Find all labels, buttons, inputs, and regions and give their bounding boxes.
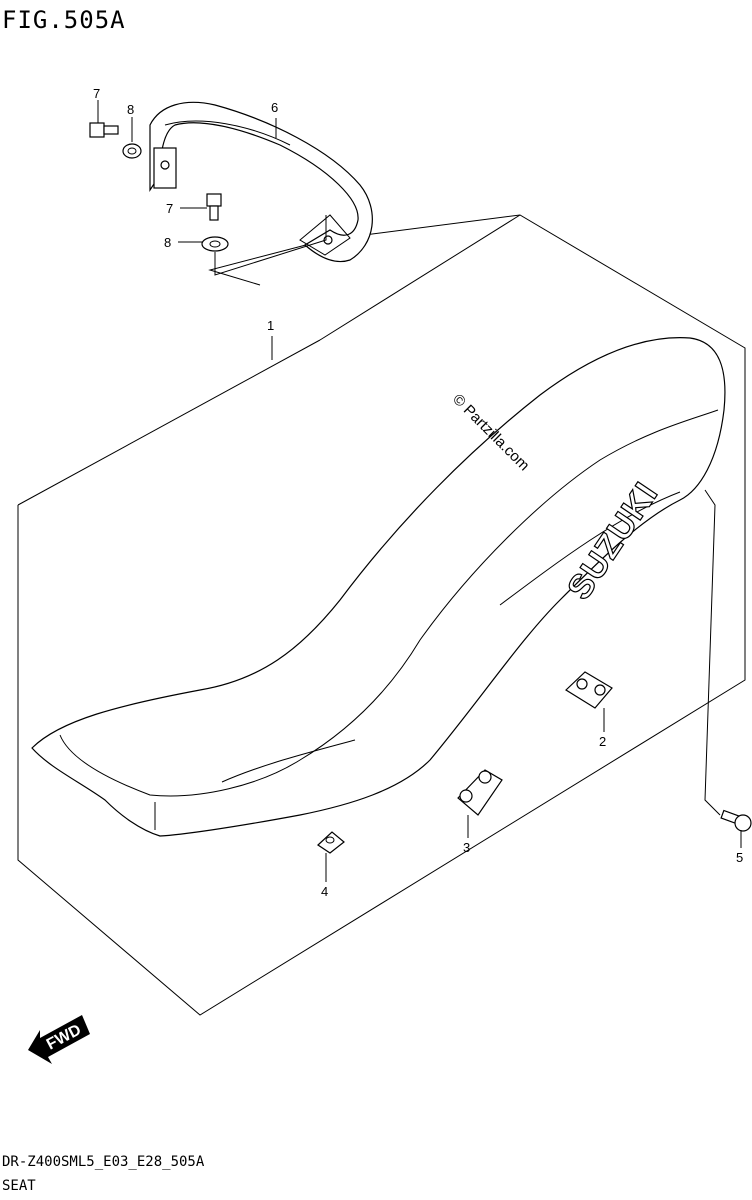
callout-1: 1 — [267, 318, 274, 333]
callout-7-upper: 7 — [93, 86, 100, 101]
assembly-boundary — [17, 214, 746, 1016]
figure-code: DR-Z400SML5_E03_E28_505A — [2, 1154, 205, 1170]
bolt-7-upper[interactable] — [89, 122, 119, 138]
callout-8-upper: 8 — [127, 102, 134, 117]
cushion-4[interactable] — [317, 831, 345, 854]
washer-8-lower[interactable] — [201, 236, 229, 252]
callout-6: 6 — [271, 100, 278, 115]
callout-4: 4 — [321, 884, 328, 899]
boundary-top-left — [17, 339, 321, 506]
callout-2: 2 — [599, 734, 606, 749]
callout-5: 5 — [736, 850, 743, 865]
bolt-5[interactable] — [720, 809, 752, 832]
callout-8-lower: 8 — [164, 235, 171, 250]
cushion-3[interactable] — [457, 769, 503, 816]
cushion-2[interactable] — [565, 671, 613, 709]
leader-5-bracket — [704, 489, 721, 816]
seat[interactable] — [31, 337, 726, 837]
leader-8-to-strap — [214, 215, 327, 276]
fwd-arrow: FWD — [28, 1015, 90, 1064]
nut-8-upper[interactable] — [122, 143, 142, 159]
callout-7-lower: 7 — [166, 201, 173, 216]
figure-name: SEAT — [2, 1178, 36, 1194]
bolt-7-lower[interactable] — [206, 193, 222, 221]
seat-strap[interactable] — [149, 101, 373, 263]
boundary-top-mid — [319, 214, 521, 341]
figure-title: FIG.505A — [2, 6, 126, 34]
callout-3: 3 — [463, 840, 470, 855]
